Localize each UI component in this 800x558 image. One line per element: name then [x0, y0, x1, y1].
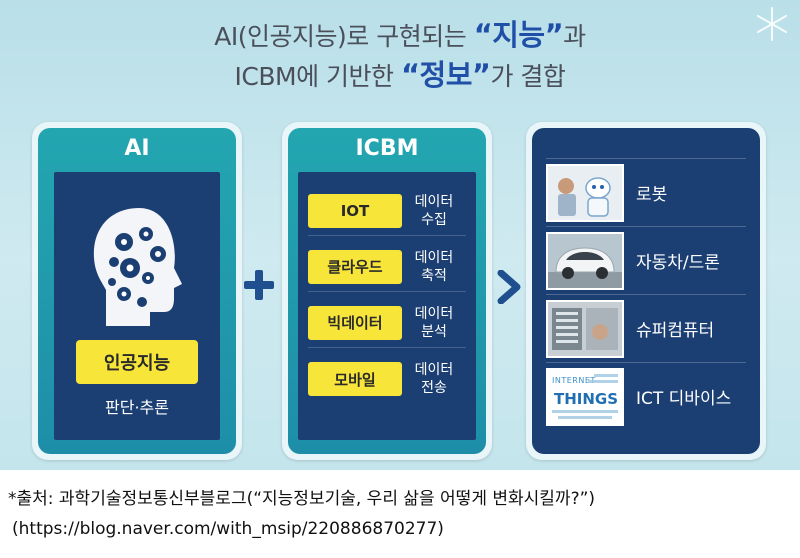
- source-caption-line-1: *출처: 과학기술정보통신부블로그(“지능정보기술, 우리 삶을 어떻게 변화시…: [8, 489, 596, 509]
- supercomputer-photo: [546, 299, 624, 358]
- icbm-tag: 클라우드: [308, 249, 402, 284]
- result-label: 슈퍼컴퓨터: [636, 321, 715, 341]
- result-label: 자동차/드론: [636, 253, 720, 273]
- chevron-right-icon: [497, 270, 521, 304]
- icbm-tag: IOT: [308, 193, 402, 228]
- ai-screen: 인공지능 판단·추론: [54, 172, 220, 440]
- result-item-car-drone: 자동차/드론: [546, 226, 746, 294]
- thumb-text-internet: INTERNET: [552, 375, 596, 385]
- results-panel: 로봇 자동차/드론: [526, 122, 766, 460]
- ai-badge: 인공지능: [76, 340, 198, 384]
- icbm-tag: 빅데이터: [308, 305, 402, 340]
- result-item-robot: 로봇: [546, 158, 746, 226]
- title-line-1: AI(인공지능)로 구현되는 “지능”과: [214, 18, 586, 52]
- ai-panel: AI 인공지능 판단·추론: [32, 122, 242, 460]
- thumb-text-things: THINGS: [554, 389, 619, 408]
- ai-subtitle: 판단·추론: [105, 398, 169, 417]
- source-caption-url: (https://blog.naver.com/with_msip/220886…: [12, 519, 444, 539]
- title-line-2: ICBM에 기반한 “정보”가 결합: [234, 58, 566, 92]
- internet-of-things-graphic: INTERNET THINGS: [546, 367, 624, 426]
- result-label: ICT 디바이스: [636, 389, 732, 409]
- icbm-tag: 모바일: [308, 362, 402, 396]
- gear-head-icon: [93, 208, 182, 326]
- result-item-supercomputer: 슈퍼컴퓨터: [546, 294, 746, 362]
- plus-icon: [244, 270, 274, 300]
- source-caption: *출처: 과학기술정보통신부블로그(“지능정보기술, 우리 삶을 어떻게 변화시…: [8, 484, 796, 544]
- infographic: AI(인공지능)로 구현되는 “지능”과 ICBM에 기반한 “정보”가 결합 …: [0, 0, 800, 470]
- result-label: 로봇: [636, 185, 668, 205]
- result-item-ict-device: INTERNET THINGS ICT 디바이스: [546, 362, 746, 430]
- icbm-panel-title: ICBM: [355, 136, 419, 161]
- snowflake-icon: [757, 7, 787, 41]
- robot-photo: [546, 163, 624, 222]
- ai-panel-title: AI: [124, 136, 150, 161]
- self-driving-car-photo: [546, 231, 624, 290]
